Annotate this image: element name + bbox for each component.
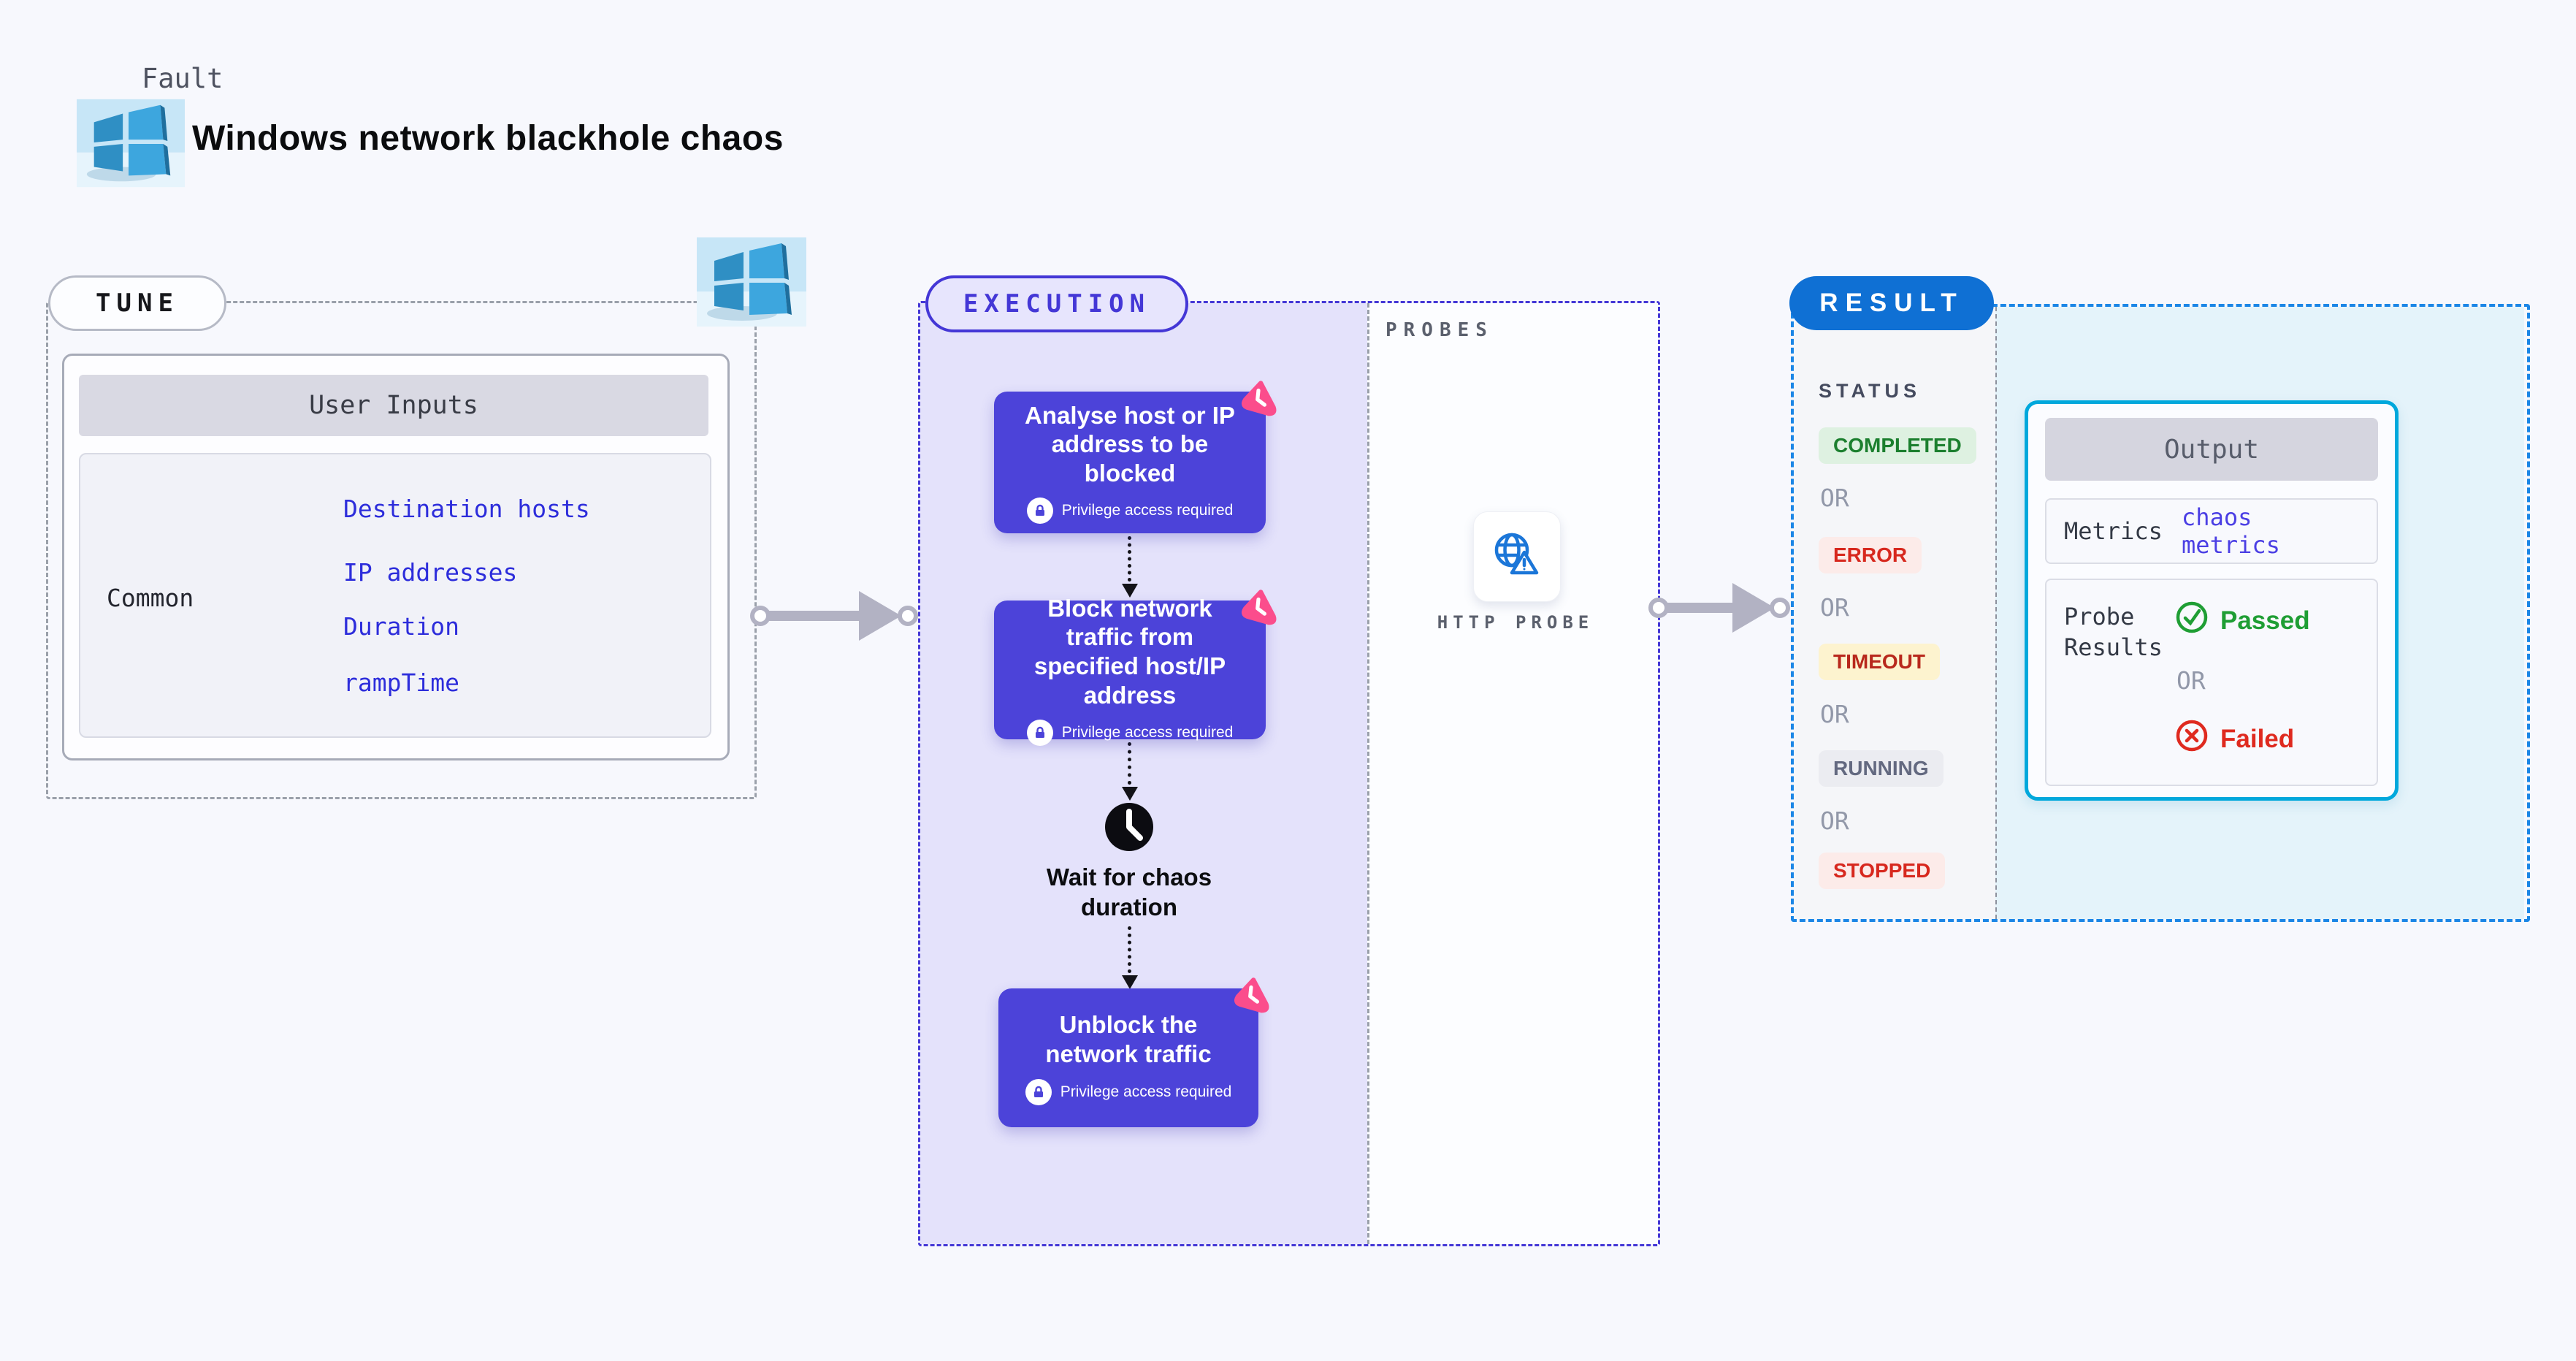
status-badge-error: ERROR [1819,537,1922,573]
privilege-badge: Privilege access required [1026,497,1234,525]
status-title: STATUS [1819,380,1921,402]
arrow-head-icon [1732,583,1775,633]
connector-dot [750,606,771,626]
windows-logo-icon-small [696,237,807,327]
status-column [1794,307,1995,919]
failed-label: Failed [2220,725,2295,753]
arrow-line [767,611,860,621]
status-badge-timeout: TIMEOUT [1819,644,1940,680]
privilege-badge-text: Privilege access required [1061,502,1234,519]
http-probe-card [1473,511,1561,602]
step-title: Analyse host or IP address to be blocked [1025,401,1235,487]
litmus-logo-icon [1237,376,1280,419]
status-badge-running: RUNNING [1819,750,1944,787]
step-unblock-traffic: Unblock the network traffic Privilege ac… [998,977,1269,1127]
link-duration[interactable]: Duration [343,612,459,641]
metrics-label: Metrics [2064,517,2163,545]
probes-area [1367,303,1658,1244]
probes-label: PROBES [1386,319,1494,341]
flow-arrow-icon [1122,787,1138,801]
connector-dot [898,606,918,626]
user-inputs-header: User Inputs [79,375,708,436]
privilege-badge-text: Privilege access required [1061,724,1234,742]
status-badge-stopped: STOPPED [1819,853,1946,889]
or-separator: OR [1820,593,1849,622]
flow-arrow-icon [1122,584,1138,598]
probe-results-row: Probe Results Passed OR Failed [2045,579,2378,786]
clock-icon [1103,801,1155,853]
privilege-badge: Privilege access required [1025,1078,1232,1105]
step-title: Block network traffic from specified hos… [1033,594,1226,709]
page-title: Windows network blackhole chaos [192,119,784,158]
link-ramptime[interactable]: rampTime [343,668,459,697]
flow-connector [1128,926,1131,973]
user-inputs-row-label: Common [107,584,194,612]
probe-results-label: Probe Results [2064,603,2163,661]
link-ip-addresses[interactable]: IP addresses [343,558,518,587]
passed-check-icon [2175,601,2209,638]
privilege-badge: Privilege access required [1026,720,1234,747]
windows-logo-icon [77,98,185,188]
user-inputs-table [79,453,711,738]
step-title: Unblock the network traffic [1045,1011,1212,1067]
or-separator: OR [1820,484,1849,512]
flow-connector [1128,742,1131,785]
wait-step-title: Wait for chaos duration [1046,864,1212,921]
fault-kicker: Fault [142,63,223,94]
tune-box [46,301,757,799]
connector-dot [1770,598,1790,618]
lock-icon [1026,497,1053,525]
arrow-line [1665,603,1735,613]
privilege-badge-text: Privilege access required [1060,1083,1232,1100]
litmus-logo-icon [1237,585,1280,628]
passed-label: Passed [2220,606,2310,635]
or-separator: OR [1820,700,1849,728]
lock-icon [1026,720,1053,747]
lock-icon [1025,1078,1052,1105]
step-analyse-host: Analyse host or IP address to be blocked… [994,381,1277,533]
globe-warning-icon [1494,533,1539,575]
execution-pill: EXECUTION [925,275,1188,332]
metrics-row: Metrics chaos metrics [2045,498,2378,564]
arrow-head-icon [859,591,901,641]
or-separator: OR [2176,666,2206,695]
output-header: Output [2045,418,2378,481]
status-badge-completed: COMPLETED [1819,427,1976,464]
link-destination-hosts[interactable]: Destination hosts [343,495,590,523]
tune-pill: TUNE [48,275,226,331]
flow-arrow-icon [1122,975,1138,989]
chaos-metrics-link[interactable]: chaos metrics [2182,503,2280,559]
failed-x-icon [2175,719,2209,756]
step-block-traffic: Block network traffic from specified hos… [994,590,1277,747]
or-separator: OR [1820,807,1849,835]
connector-dot [1648,598,1669,618]
http-probe-label: HTTP PROBE [1437,612,1594,633]
result-pill: RESULT [1789,276,1994,330]
litmus-logo-icon [1230,973,1273,1016]
flow-connector [1128,536,1131,582]
